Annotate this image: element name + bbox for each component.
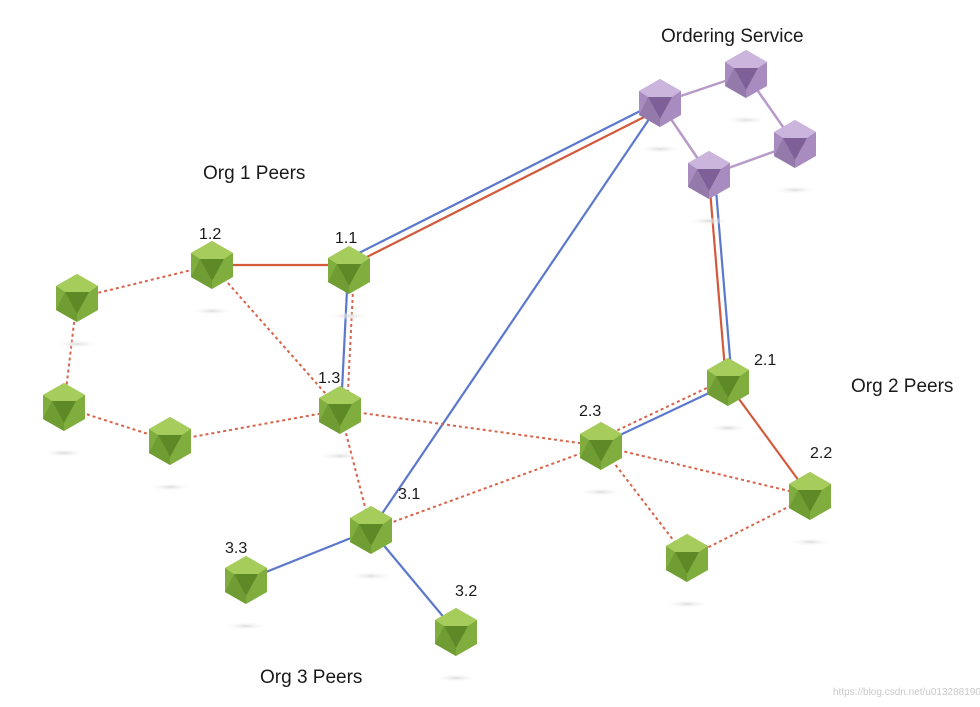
orderer-node	[638, 79, 682, 153]
peer-node-org1	[148, 417, 192, 491]
gossip-link	[76, 264, 213, 299]
watermark: https://blog.csdn.net/u013288190	[833, 687, 980, 698]
node-label-3.3: 3.3	[225, 540, 247, 557]
peer-node-2.3	[579, 422, 623, 496]
link-3.1-3.2	[370, 529, 457, 633]
link-3.1-orderer	[370, 102, 661, 531]
gossip-links	[63, 264, 811, 559]
peer-node-3.3	[224, 556, 268, 630]
link-2.1-orderer-blue	[713, 177, 734, 383]
peer-node-org2	[665, 534, 709, 608]
link-1.1-orderer-red	[350, 108, 661, 266]
org2-peers-label: Org 2 Peers	[851, 376, 953, 397]
node-label-2.2: 2.2	[810, 445, 832, 462]
gossip-link	[339, 409, 602, 447]
ordering-service-label: Ordering Service	[661, 26, 804, 47]
link-2.3-2.1-blue	[600, 383, 729, 445]
peer-node-org1	[55, 274, 99, 348]
ordering-ring-links	[658, 72, 797, 177]
org3-peers-label: Org 3 Peers	[260, 667, 362, 688]
peer-node-2.2	[788, 472, 832, 546]
node-label-2.3: 2.3	[579, 403, 601, 420]
peer-nodes	[42, 241, 832, 682]
peer-node-1.2	[190, 241, 234, 315]
peer-node-3.2	[434, 608, 478, 682]
node-label-1.1: 1.1	[335, 230, 357, 247]
link-2.1-orderer-red	[707, 177, 728, 383]
node-label-3.2: 3.2	[455, 583, 477, 600]
gossip-link	[346, 269, 355, 411]
link-2.1-2.2	[727, 383, 811, 497]
peer-node-org1	[42, 383, 86, 457]
gossip-link	[169, 409, 341, 442]
gossip-link	[600, 445, 688, 559]
node-label-1.3: 1.3	[318, 370, 340, 387]
node-label-3.1: 3.1	[398, 486, 420, 503]
orderer-node	[773, 120, 817, 194]
peer-node-1.1	[327, 246, 371, 320]
link-1.1-orderer-blue	[346, 102, 657, 260]
gossip-link	[211, 264, 341, 411]
link-1.1-1.3	[339, 269, 350, 411]
node-label-2.1: 2.1	[754, 352, 776, 369]
orderer-node	[687, 151, 731, 225]
peer-node-2.1	[706, 358, 750, 432]
gossip-link	[370, 445, 602, 531]
org1-peers-label: Org 1 Peers	[203, 163, 305, 184]
node-label-1.2: 1.2	[199, 226, 221, 243]
ordering-service-nodes	[638, 50, 817, 225]
peer-node-1.3	[318, 386, 362, 460]
orderer-node	[724, 50, 768, 124]
peer-node-3.1	[349, 506, 393, 580]
